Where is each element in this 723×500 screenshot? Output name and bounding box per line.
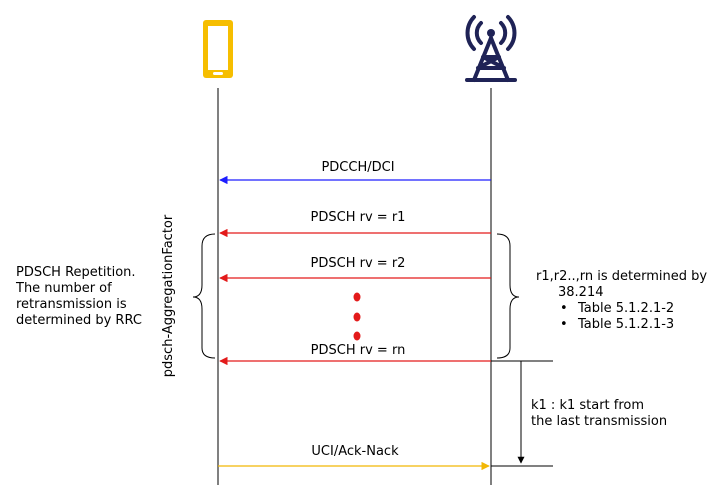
note-line: retransmission is [16, 297, 127, 312]
table-list: Table 5.1.2.1-2 Table 5.1.2.1-3 [536, 301, 721, 333]
repetition-note: PDSCH Repetition. The number of retransm… [16, 265, 176, 329]
ack-label: UCI/Ack-Nack [311, 444, 399, 459]
note-line: The number of [16, 281, 112, 296]
right-brace [496, 233, 520, 359]
rv-determination-note: r1,r2..,rn is determined by 38.214 Table… [536, 269, 721, 333]
aggregation-factor-label: pdsch-AggregationFactor [161, 214, 176, 377]
pdsch-r1-label: PDSCH rv = r1 [311, 210, 406, 225]
cell-tower-icon [465, 15, 517, 82]
note-line: 38.214 [558, 285, 604, 300]
dci-label: PDCCH/DCI [321, 160, 394, 175]
note-line: r1,r2..,rn is determined by [536, 269, 708, 284]
table-reference: Table 5.1.2.1-2 [558, 301, 721, 317]
note-line: PDSCH Repetition. [16, 265, 136, 280]
ellipsis-dot [353, 331, 361, 341]
note-line: k1 : k1 start from [531, 398, 645, 413]
ellipsis-dot [353, 312, 361, 322]
table-reference: Table 5.1.2.1-3 [558, 317, 721, 333]
left-brace [192, 233, 216, 359]
mobile-phone-icon [203, 20, 233, 78]
note-line: the last transmission [531, 414, 668, 429]
note-line: determined by RRC [16, 313, 142, 328]
ellipsis-dot [353, 292, 361, 302]
k1-note: k1 : k1 start from the last transmission [531, 398, 716, 430]
pdsch-r2-label: PDSCH rv = r2 [311, 256, 406, 271]
pdsch-rn-label: PDSCH rv = rn [311, 343, 406, 358]
